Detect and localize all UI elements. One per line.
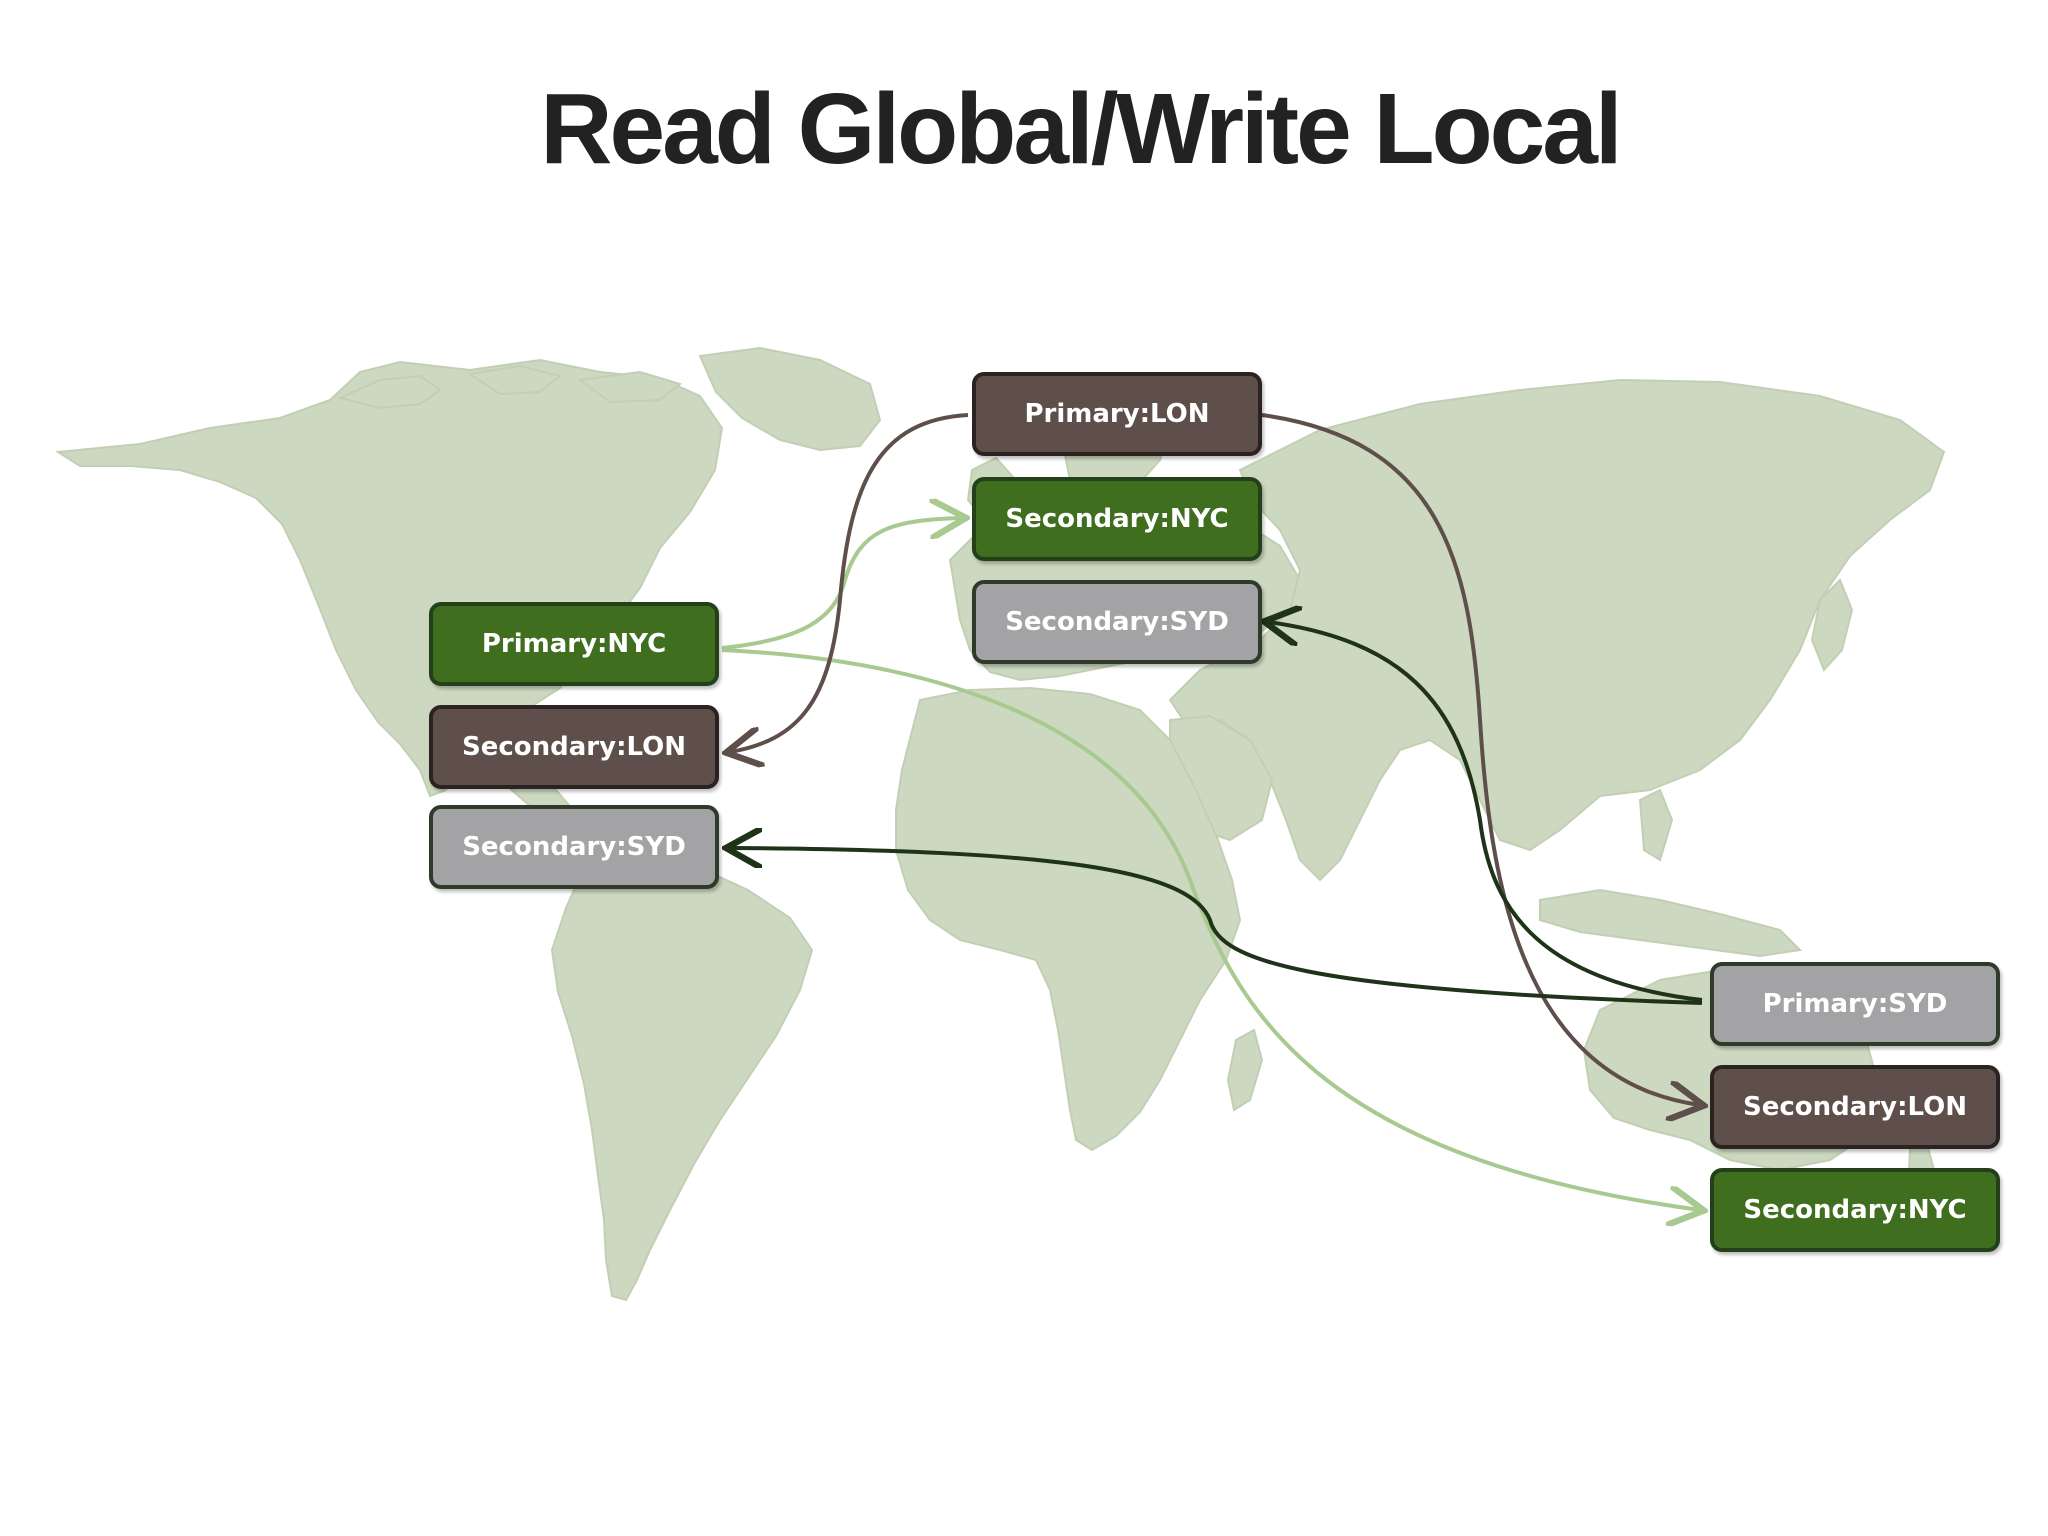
- greenland-landmass: [698, 346, 882, 452]
- syd-secondary-nyc-node: Secondary:NYC: [1710, 1168, 2000, 1252]
- arrow-syd-to-nyc: [730, 848, 1703, 1005]
- slide-title: Read Global/Write Local: [540, 73, 1622, 185]
- syd-primary-node: Primary:SYD: [1710, 962, 2000, 1046]
- africa-landmass: [895, 686, 1242, 1152]
- japan-landmass: [1810, 578, 1854, 672]
- arctic-islands-landmass: [336, 364, 683, 410]
- arrow-lon-to-nyc: [730, 413, 969, 752]
- nyc-secondary-lon-node: Secondary:LON: [429, 705, 719, 789]
- arrow-nyc-to-lon: [721, 518, 962, 650]
- nyc-secondary-syd-node: Secondary:SYD: [429, 805, 719, 889]
- arrow-syd-to-lon: [1268, 622, 1703, 1002]
- philippines-landmass: [1638, 788, 1674, 862]
- indonesia-landmass: [1539, 888, 1803, 958]
- syd-secondary-lon-node: Secondary:LON: [1710, 1065, 2000, 1149]
- south-america-landmass: [550, 838, 814, 1302]
- arrow-lon-to-syd: [1261, 413, 1700, 1105]
- madagascar-landmass: [1226, 1028, 1264, 1112]
- north-america-landmass: [55, 358, 724, 798]
- nyc-primary-node: Primary:NYC: [429, 602, 719, 686]
- arrow-nyc-to-syd: [721, 648, 1700, 1210]
- lon-secondary-syd-node: Secondary:SYD: [972, 580, 1262, 664]
- lon-secondary-nyc-node: Secondary:NYC: [972, 477, 1262, 561]
- lon-primary-node: Primary:LON: [972, 372, 1262, 456]
- replication-arrows: [721, 413, 1703, 1210]
